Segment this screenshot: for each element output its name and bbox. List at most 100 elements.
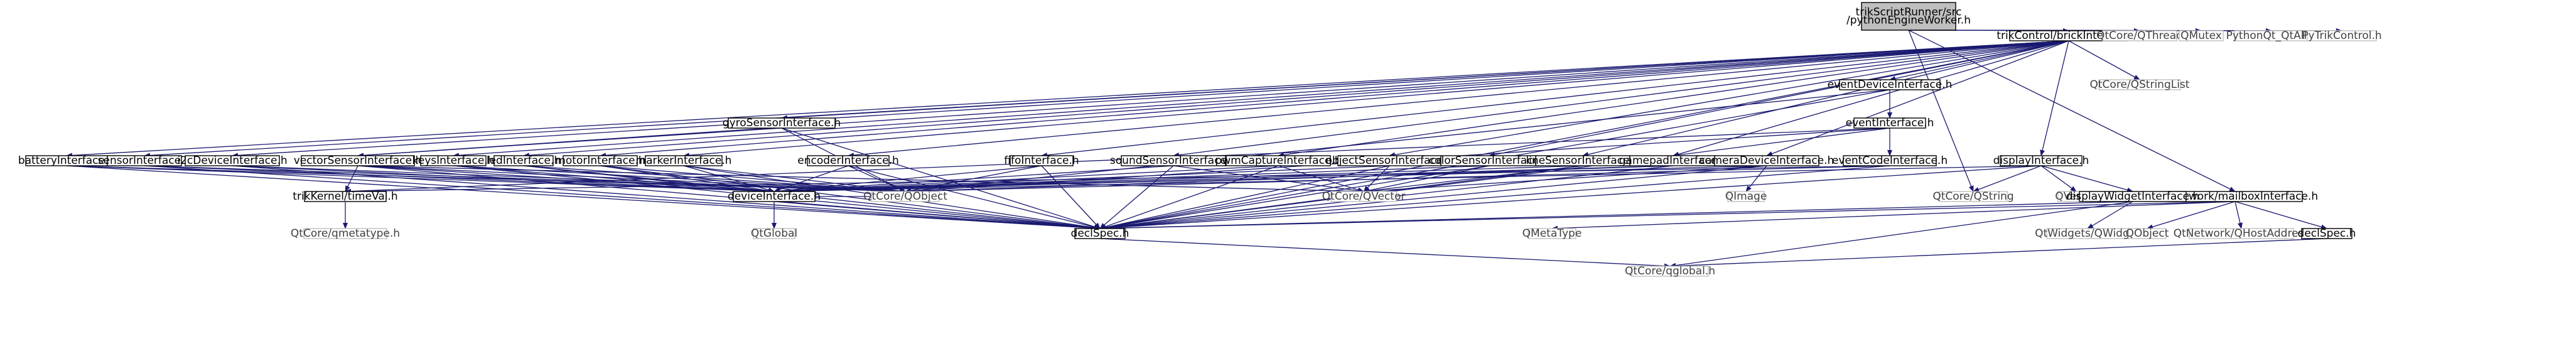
node-box xyxy=(185,155,280,166)
node-pytrik: PyTrikControl.h xyxy=(2302,30,2381,42)
node-label: pwmCaptureInterface.h xyxy=(1215,154,1341,167)
node-qwidget: QtWidgets/QWidget xyxy=(2035,227,2140,240)
node-object[interactable]: objectSensorInterface.h xyxy=(1326,154,1453,167)
node-label: markerInterface.h xyxy=(636,154,732,167)
node-label: trikKernel/timeVal.h xyxy=(293,190,397,203)
node-qmetatypeH: QtCore/qmetatype.h xyxy=(291,227,400,240)
node-qimage: QImage xyxy=(1725,190,1767,203)
node-display[interactable]: displayInterface.h xyxy=(1993,154,2089,167)
edge-object-to-device xyxy=(773,165,1390,194)
node-eventCode[interactable]: eventCodeInterface.h xyxy=(1832,154,1948,167)
node-device[interactable]: deviceInterface.h xyxy=(728,190,821,203)
node-box xyxy=(645,155,723,166)
edge-object-to-declspec xyxy=(1099,165,1390,230)
node-label: objectSensorInterface.h xyxy=(1326,154,1453,167)
node-gamepad[interactable]: gamepadInterface.h xyxy=(1619,154,1728,167)
edge-brick-to-eventDevice xyxy=(1889,40,2069,81)
node-label: batteryInterface.h xyxy=(18,154,115,167)
node-declspecNet[interactable]: declSpec.h xyxy=(2298,227,2356,240)
node-box xyxy=(1121,155,1226,166)
node-color[interactable]: colorSensorInterface.h xyxy=(1429,154,1549,167)
graph-nodes: trikScriptRunner/src/pythonEngineWorker.… xyxy=(18,2,2382,277)
node-label: displayWidgetInterface.h xyxy=(2066,190,2200,203)
node-qobjectPlain: QObject xyxy=(2126,227,2169,240)
edge-declspec-to-qtglobalH xyxy=(1099,238,1671,269)
edge-vector-to-device xyxy=(357,165,775,194)
node-box xyxy=(1714,155,1819,166)
node-box xyxy=(2179,30,2224,41)
node-label: QtCore/QObject xyxy=(863,190,947,203)
edge-sensor-to-declspec xyxy=(144,165,1101,231)
edge-marker-to-device xyxy=(683,165,775,193)
node-label: cameraDeviceInterface.h xyxy=(1700,154,1835,167)
edge-fifo-to-device xyxy=(773,165,1042,194)
node-label: sensorInterface.h xyxy=(98,154,191,167)
edge-color-to-declspec xyxy=(1099,165,1490,230)
node-label: lineSensorInterface.h xyxy=(1526,154,1639,167)
node-pyEngine[interactable]: trikScriptRunner/src/pythonEngineWorker.… xyxy=(1846,2,1971,31)
node-label: QObject xyxy=(2126,227,2169,240)
node-box xyxy=(2128,228,2167,239)
node-mailbox[interactable]: trikNetwork/mailboxInterface.h xyxy=(2152,190,2318,203)
edge-sensor-to-device xyxy=(144,165,775,194)
node-displayWidget[interactable]: displayWidgetInterface.h xyxy=(2066,190,2200,203)
node-timeval[interactable]: trikKernel/timeVal.h xyxy=(293,190,397,203)
node-label: deviceInterface.h xyxy=(728,190,821,203)
edge-display-to-declspec xyxy=(1099,165,2042,231)
edge-mailbox-to-declspecNet xyxy=(2234,201,2327,230)
node-eventDevice[interactable]: eventDeviceInterface.h xyxy=(1828,78,1953,91)
edge-mailbox-to-qmetatype xyxy=(1551,201,2236,231)
node-gyro[interactable]: gyroSensorInterface.h xyxy=(723,117,841,129)
node-box xyxy=(2189,228,2294,239)
node-qmutex: QMutex xyxy=(2179,30,2224,42)
edge-vector-to-qobject xyxy=(357,165,906,194)
node-motor[interactable]: motorInterface.h xyxy=(555,154,645,167)
edge-display-to-qvectorPlain xyxy=(2040,165,2077,192)
edge-camera-to-qimage xyxy=(1745,165,1767,192)
node-label: QtCore/QVector xyxy=(1322,190,1406,203)
node-camera[interactable]: cameraDeviceInterface.h xyxy=(1700,154,1835,167)
node-led[interactable]: ledInterface.h xyxy=(487,154,561,167)
node-qmetatype: QMetaType xyxy=(1522,227,1582,240)
node-box xyxy=(2102,30,2177,41)
edge-brick-to-qstringlist xyxy=(2068,40,2140,80)
edge-sound-to-device xyxy=(773,165,1174,194)
edge-battery-to-declspec xyxy=(66,165,1101,231)
node-sound[interactable]: soundSensorInterface.h xyxy=(1110,154,1237,167)
edge-brick-to-motor xyxy=(600,40,2069,158)
node-box xyxy=(1843,155,1937,166)
edge-sound-to-declspec xyxy=(1099,165,1174,229)
node-pwm[interactable]: pwmCaptureInterface.h xyxy=(1215,154,1341,167)
node-i2c[interactable]: i2cDeviceInterface.h xyxy=(177,154,287,167)
node-sensor[interactable]: sensorInterface.h xyxy=(98,154,191,167)
node-label: QImage xyxy=(1725,190,1767,203)
node-fifo[interactable]: fifoInterface.h xyxy=(1004,154,1079,167)
node-box xyxy=(2301,228,2352,239)
edge-displayWidget-to-qtglobalH xyxy=(1669,201,2133,268)
node-label: QtCore/QStringList xyxy=(2090,78,2190,91)
node-label: QtWidgets/QWidget xyxy=(2035,227,2140,240)
edge-brick-to-led xyxy=(523,40,2069,158)
node-label: gyroSensorInterface.h xyxy=(723,117,841,129)
node-box xyxy=(1631,266,1709,277)
node-label: declSpec.h xyxy=(2298,227,2356,240)
node-keys[interactable]: keysInterface.h xyxy=(412,154,495,167)
edge-brick-to-fifo xyxy=(1041,40,2069,158)
node-encoder[interactable]: encoderInterface.h xyxy=(797,154,899,167)
node-label: encoderInterface.h xyxy=(797,154,899,167)
node-declspec[interactable]: declSpec.h xyxy=(1071,227,1129,240)
node-box xyxy=(1528,228,1576,239)
node-label: colorSensorInterface.h xyxy=(1429,154,1549,167)
node-event[interactable]: eventInterface.h xyxy=(1846,117,1934,129)
node-label: ledInterface.h xyxy=(487,154,561,167)
node-label: trikNetwork/mailboxInterface.h xyxy=(2152,190,2318,203)
node-label: QtCore/QString xyxy=(1932,190,2013,203)
node-label: i2cDeviceInterface.h xyxy=(177,154,287,167)
node-battery[interactable]: batteryInterface.h xyxy=(18,154,115,167)
edge-battery-to-device xyxy=(66,165,775,194)
node-vector[interactable]: vectorSensorInterface.h xyxy=(294,154,422,167)
node-qobject: QtCore/QObject xyxy=(863,190,947,203)
node-marker[interactable]: markerInterface.h xyxy=(636,154,732,167)
node-label: QtNetwork/QHostAddress xyxy=(2174,227,2310,240)
edge-brick-to-marker xyxy=(683,40,2069,158)
